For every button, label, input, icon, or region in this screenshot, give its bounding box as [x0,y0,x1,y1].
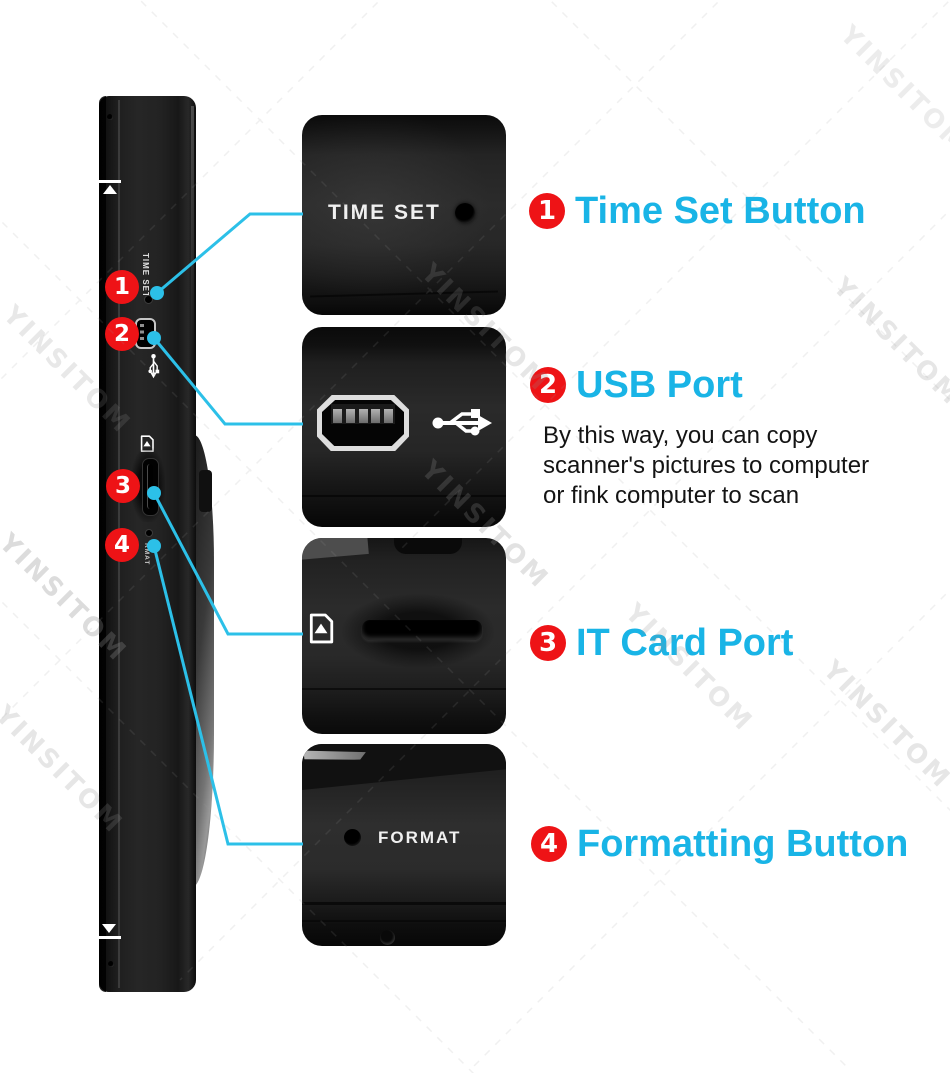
label-badge-3: 3 [530,625,566,661]
device-side-switch [199,470,212,512]
description-line: By this way, you can copy [543,422,818,449]
badge-number: 2 [538,370,558,400]
device-bottom-screw [108,961,114,967]
format-button-hole-photo [344,829,361,846]
callout-title-4: Formatting Button [577,823,909,865]
callout-title-1: Time Set Button [575,190,866,232]
usb-trident-icon [430,403,494,448]
usb-port-description: By this way, you can copy scanner's pict… [543,421,869,511]
device-badge-1: 1 [105,270,139,304]
badge-number: 1 [113,274,130,300]
badge-number: 4 [113,532,130,558]
photo-usb-port [302,327,506,527]
badge-number: 1 [537,196,557,226]
callout-label-3: 3 IT Card Port [530,619,793,667]
callout-title-3: IT Card Port [576,622,794,664]
device-card-slot-slit [147,464,153,509]
label-badge-2: 2 [530,367,566,403]
label-badge-1: 1 [529,193,565,229]
device-time-set-label: TIME SET [141,253,150,298]
device-badge-4: 4 [105,528,139,562]
arrow-up-marker-icon [103,185,117,194]
top-marker-line [99,180,121,183]
usb-trident-icon [136,353,162,379]
photo-time-set-button: TIME SET [302,115,506,315]
badge-number: 2 [113,321,130,347]
description-line: or fink computer to scan [543,482,800,509]
format-button-hole [145,529,153,537]
device-format-label: RMAT [143,543,150,566]
photo-screw [380,930,395,945]
watermark-text: YINSITOM [826,272,950,413]
card-slot [362,620,482,640]
badge-number: 4 [539,829,559,859]
device-top-screw [107,114,113,120]
badge-number: 3 [114,473,131,499]
bottom-marker-line [99,936,121,939]
mini-usb-port [317,395,409,451]
callout-label-4: 4 Formatting Button [531,820,908,868]
device-left-edge [99,96,106,992]
format-print: FORMAT [378,828,462,847]
device-badge-3: 3 [106,469,140,503]
badge-number: 3 [538,628,558,658]
time-set-button-hole-photo [455,203,475,223]
arrow-down-marker-icon [102,924,116,933]
description-line: scanner's pictures to computer [543,452,870,479]
watermark-text: YINSITOM [816,655,950,796]
sd-card-icon [307,612,335,651]
label-badge-4: 4 [531,826,567,862]
device-badge-2: 2 [105,317,139,351]
callout-label-1: 1 Time Set Button [529,187,866,235]
photo-format-button: FORMAT [302,744,506,946]
photo-card-port [302,538,506,734]
time-set-button-hole [144,295,153,304]
callout-title-2: USB Port [576,364,743,406]
time-set-print: TIME SET [328,201,441,224]
device-edge-highlight [191,106,194,356]
watermark-text: YINSITOM [833,20,950,161]
callout-label-2: 2 USB Port [530,361,743,409]
